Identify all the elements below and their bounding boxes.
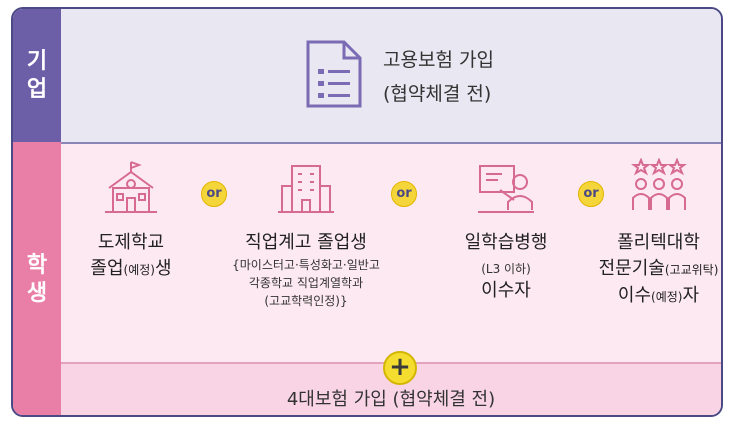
side-label-char: 기	[26, 48, 48, 74]
company-line-2: (협약체결 전)	[383, 83, 492, 105]
column-note: {마이스터고·특성화고·일반고	[232, 258, 380, 272]
column-title: 폴리텍대학	[617, 232, 700, 253]
insurance-requirement: 4대보험 가입 (협약체결 전)	[286, 389, 496, 410]
column-title: 직업계고 졸업생	[245, 232, 367, 253]
text-small: (예정)	[123, 263, 155, 277]
plus-icon: +	[383, 351, 417, 385]
or-badge: or	[201, 181, 227, 207]
column-title: 일학습병행	[464, 232, 548, 253]
school-icon	[105, 161, 157, 213]
text-main: 이수	[617, 285, 652, 306]
side-label-char: 생	[26, 280, 48, 306]
building-icon	[278, 165, 334, 213]
student-type-apprentice-school: 도제학교 졸업(예정)생	[76, 144, 186, 283]
student-section: 도제학교 졸업(예정)생 or 직업계고 졸업생 {마이스터고·특성화고·일반고…	[61, 144, 721, 362]
side-label-char: 업	[26, 76, 48, 102]
student-type-work-study: 일학습병행 (L3 이하) 이수자	[436, 144, 576, 304]
column-note: (L3 이하)	[481, 262, 531, 276]
teacher-board-icon	[478, 165, 534, 213]
company-side-label: 기 업	[13, 9, 61, 142]
student-side-label: 학 생	[13, 142, 61, 415]
company-line-1: 고용보험 가입	[383, 49, 494, 71]
student-type-polytech: 폴리텍대학 전문기술(고교위탁) 이수(예정)자	[586, 144, 721, 310]
group-people-icon	[630, 158, 687, 210]
document-icon	[306, 40, 362, 108]
column-note: 각종학교 직업계열학과	[248, 276, 364, 290]
company-requirement: 고용보험 가입 (협약체결 전)	[383, 43, 494, 111]
text-end: 생	[155, 258, 172, 279]
column-line-2: 전문기술(고교위탁)	[586, 256, 721, 283]
text-main: 전문기술	[598, 258, 665, 279]
side-label-char: 학	[26, 252, 48, 278]
or-badge: or	[578, 181, 604, 207]
column-note: (고교학력인정)}	[264, 294, 348, 308]
text-small: (고교위탁)	[664, 263, 719, 277]
column-line-3: 이수(예정)자	[586, 283, 721, 310]
text-main: 졸업	[90, 258, 124, 279]
company-section: 고용보험 가입 (협약체결 전)	[61, 9, 721, 144]
student-type-vocational-graduate: 직업계고 졸업생 {마이스터고·특성화고·일반고 각종학교 직업계열학과 (고교…	[211, 144, 401, 310]
column-line-2: 졸업(예정)생	[76, 256, 186, 283]
text-end: 자	[682, 285, 700, 306]
text-small: (예정)	[651, 290, 683, 304]
or-badge: or	[391, 181, 417, 207]
diagram-frame: 기 업 학 생 고용보험 가입 (협약체결 전)	[11, 7, 723, 417]
column-line-3: 이수자	[481, 280, 531, 301]
column-title: 도제학교	[97, 232, 165, 253]
